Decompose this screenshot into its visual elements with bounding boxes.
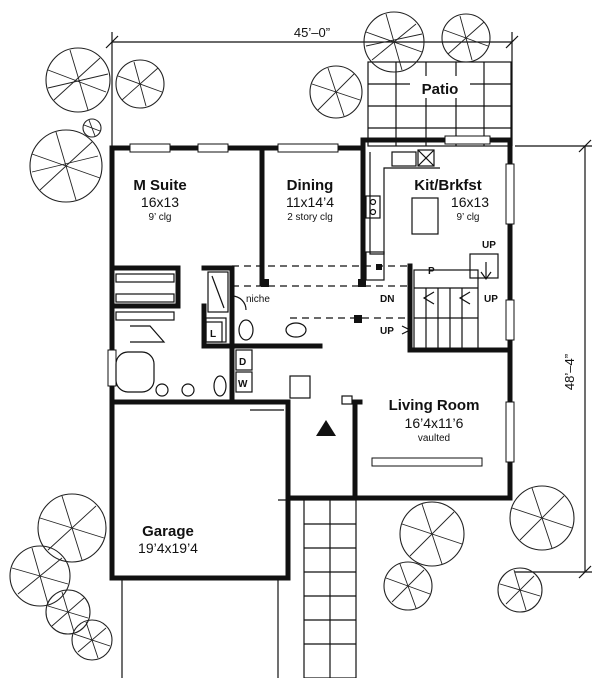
dining-name: Dining: [287, 177, 334, 194]
fireplace-triangle-icon: [316, 420, 336, 436]
tree-icon-9: [9, 545, 71, 607]
tree-icon-8: [37, 493, 107, 563]
columns: [261, 264, 382, 323]
tree-icon-2: [115, 59, 165, 109]
living-room-size: 16’4x11’6: [405, 415, 464, 431]
stair-up-left-label: UP: [380, 326, 394, 337]
living-room-name: Living Room: [389, 397, 480, 414]
windows: [107, 135, 515, 467]
dining-size: 11x14’4: [286, 194, 334, 210]
tree-icon-15: [497, 567, 543, 613]
tree-icon-1: [45, 47, 111, 113]
laundry-l-label: L: [210, 329, 216, 340]
laundry-l-box: [205, 321, 223, 343]
garage-name: Garage: [142, 523, 194, 540]
tree-icon-12: [509, 485, 575, 551]
niche-label: niche: [246, 294, 270, 305]
garage-size: 19’4x19’4: [138, 540, 198, 556]
kitchen-counters: [365, 149, 499, 281]
overall-depth-label: 48’–4”: [562, 354, 577, 390]
living-room-note: vaulted: [418, 433, 450, 444]
patio-paving: [367, 61, 512, 147]
stair-up-top-label: UP: [482, 240, 496, 251]
pantry-p-label: P: [428, 266, 435, 277]
interior-walls: [109, 145, 513, 501]
stair-dn-label: DN: [380, 294, 394, 305]
tree-icon-14: [383, 561, 433, 611]
m-suite-name: M Suite: [133, 177, 186, 194]
m-suite-note: 9’ clg: [149, 212, 172, 223]
washer-box: [235, 371, 253, 393]
kitchen-size: 16x13: [451, 194, 489, 210]
tree-icon-3: [82, 118, 102, 138]
tree-icon-7: [441, 13, 491, 63]
overall-width-label: 45’–0”: [294, 25, 330, 40]
tree-icon-11: [71, 619, 113, 661]
width-dimension-line: [105, 32, 519, 146]
tree-icon-5: [363, 11, 425, 73]
stair-up-right-label: UP: [484, 294, 498, 305]
dining-note: 2 story clg: [287, 212, 333, 223]
tree-icon-4: [29, 129, 103, 203]
tree-icon-6: [309, 65, 363, 119]
kitchen-note: 9’ clg: [457, 212, 480, 223]
tree-icon-10: [45, 589, 91, 635]
living-fixture: [341, 395, 353, 405]
kitchen-name: Kit/Brkfst: [414, 177, 482, 194]
dryer-d-label: D: [239, 357, 246, 368]
washer-w-label: W: [238, 379, 248, 390]
dryer-box: [235, 349, 253, 371]
master-closets: [115, 271, 229, 321]
patio-label: Patio: [422, 81, 459, 98]
m-suite-size: 16x13: [141, 194, 179, 210]
staircase: [401, 262, 492, 351]
depth-dimension-line: [515, 139, 592, 579]
tree-icon-13: [399, 501, 465, 567]
